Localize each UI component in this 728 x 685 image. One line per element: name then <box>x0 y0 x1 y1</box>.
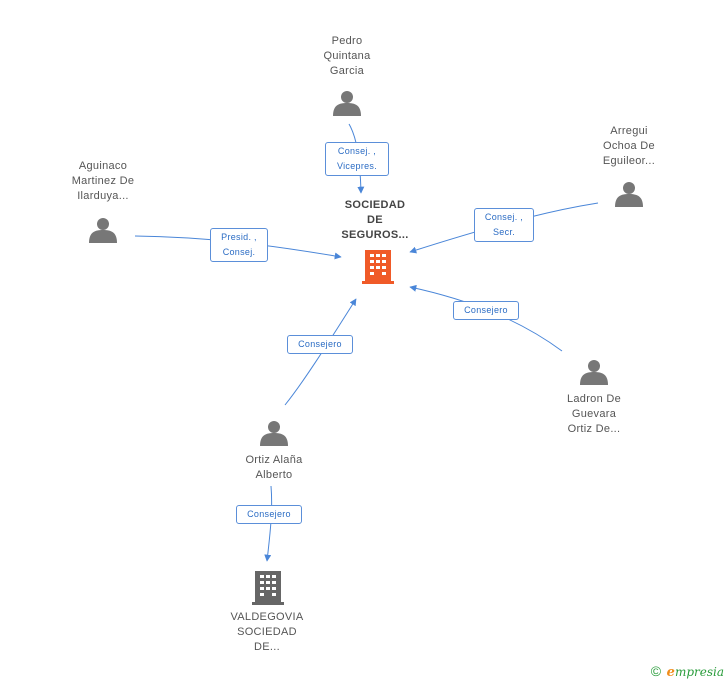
edge-label-line: Consej. <box>222 247 256 257</box>
label-line: SEGUROS... <box>341 229 409 241</box>
edge-label-line: Consejero <box>247 509 291 519</box>
label-line: Ilarduya... <box>77 190 129 202</box>
person-icon[interactable] <box>89 218 117 243</box>
node-label-ortiz[interactable]: Ortiz Alaña Alberto <box>222 453 326 483</box>
label-line: SOCIEDAD <box>237 626 297 638</box>
node-label-ladron[interactable]: Ladron De Guevara Ortiz De... <box>542 392 646 437</box>
label-line: Ochoa De <box>603 140 655 152</box>
edge-label-ladron[interactable]: Consejero <box>453 301 519 320</box>
label-line: Arregui <box>610 125 648 137</box>
node-label-aguinaco[interactable]: Aguinaco Martinez De Ilarduya... <box>51 159 155 204</box>
label-line: Alberto <box>255 469 293 481</box>
copyright-symbol: © <box>650 663 662 679</box>
label-line: Aguinaco <box>78 160 128 172</box>
building-icon[interactable] <box>362 250 394 284</box>
building-icon[interactable] <box>252 571 284 605</box>
label-line: Ladron De <box>566 393 622 405</box>
edge-ortiz-main[interactable] <box>284 298 357 406</box>
label-line: Ortiz De... <box>567 423 621 435</box>
edge-label-aguinaco[interactable]: Presid. , Consej. <box>210 228 268 262</box>
edge-label-line: Consejero <box>298 339 342 349</box>
edge-label-ortiz-main[interactable]: Consejero <box>287 335 353 354</box>
label-line: VALDEGOVIA <box>230 611 304 623</box>
edge-label-line: Secr. <box>492 227 515 237</box>
label-line: Eguileor... <box>602 155 656 167</box>
brand-name: mpresia <box>674 665 724 679</box>
edge-label-line: Consej. , <box>337 146 377 156</box>
label-line: Pedro <box>331 35 363 47</box>
edge-label-line: Consej. , <box>484 212 524 222</box>
edge-label-line: Presid. , <box>221 232 257 242</box>
label-line: SOCIEDAD <box>344 199 406 211</box>
label-line: Garcia <box>329 65 365 77</box>
node-label-pedro[interactable]: Pedro Quintana Garcia <box>297 34 397 79</box>
logo-letter: e <box>666 665 675 680</box>
label-line: DE... <box>254 641 280 653</box>
edge-label-ortiz-valdegovia[interactable]: Consejero <box>236 505 302 524</box>
empresia-logo: © empresia <box>651 663 724 680</box>
label-line: Ortiz Alaña <box>245 454 303 466</box>
person-icon[interactable] <box>333 91 361 116</box>
person-icon[interactable] <box>580 360 608 385</box>
person-icon[interactable] <box>260 421 288 446</box>
edge-label-line: Vicepres. <box>336 161 378 171</box>
edge-label-pedro[interactable]: Consej. , Vicepres. <box>325 142 389 176</box>
label-line: Martinez De <box>71 175 135 187</box>
node-label-valdegovia[interactable]: VALDEGOVIA SOCIEDAD DE... <box>215 610 319 655</box>
label-line: Quintana <box>323 50 371 62</box>
edge-label-line: Consejero <box>464 305 508 315</box>
label-line: DE <box>367 214 383 226</box>
node-label-main-company[interactable]: SOCIEDAD DE SEGUROS... <box>325 198 425 243</box>
edge-label-arregui[interactable]: Consej. , Secr. <box>474 208 534 242</box>
person-icon[interactable] <box>615 182 643 207</box>
label-line: Guevara <box>571 408 617 420</box>
node-label-arregui[interactable]: Arregui Ochoa De Eguileor... <box>577 124 681 169</box>
